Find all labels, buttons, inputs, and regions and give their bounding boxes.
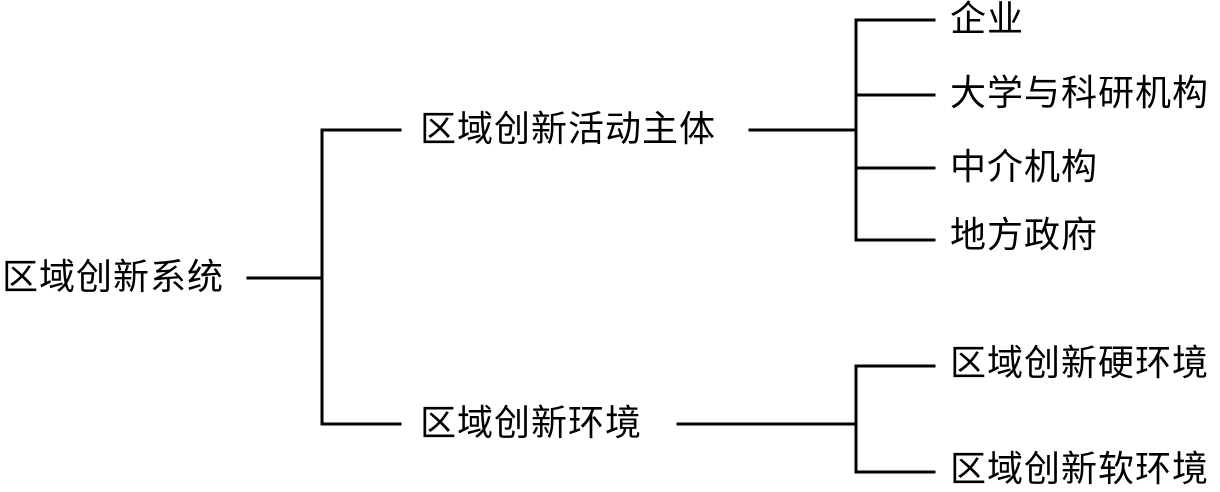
leaf-node: 中介机构 bbox=[950, 147, 1099, 188]
leaf-node: 区域创新软环境 bbox=[950, 449, 1210, 490]
leaf-node: 区域创新硬环境 bbox=[950, 343, 1210, 384]
leaf-node: 大学与科研机构 bbox=[950, 73, 1210, 114]
branch-node-environment: 区域创新环境 bbox=[420, 403, 643, 444]
branch-node-activity-subject: 区域创新活动主体 bbox=[420, 109, 717, 150]
leaf-node: 企业 bbox=[950, 0, 1025, 40]
leaf-node: 地方政府 bbox=[950, 215, 1099, 256]
root-node: 区域创新系统 bbox=[2, 257, 225, 298]
